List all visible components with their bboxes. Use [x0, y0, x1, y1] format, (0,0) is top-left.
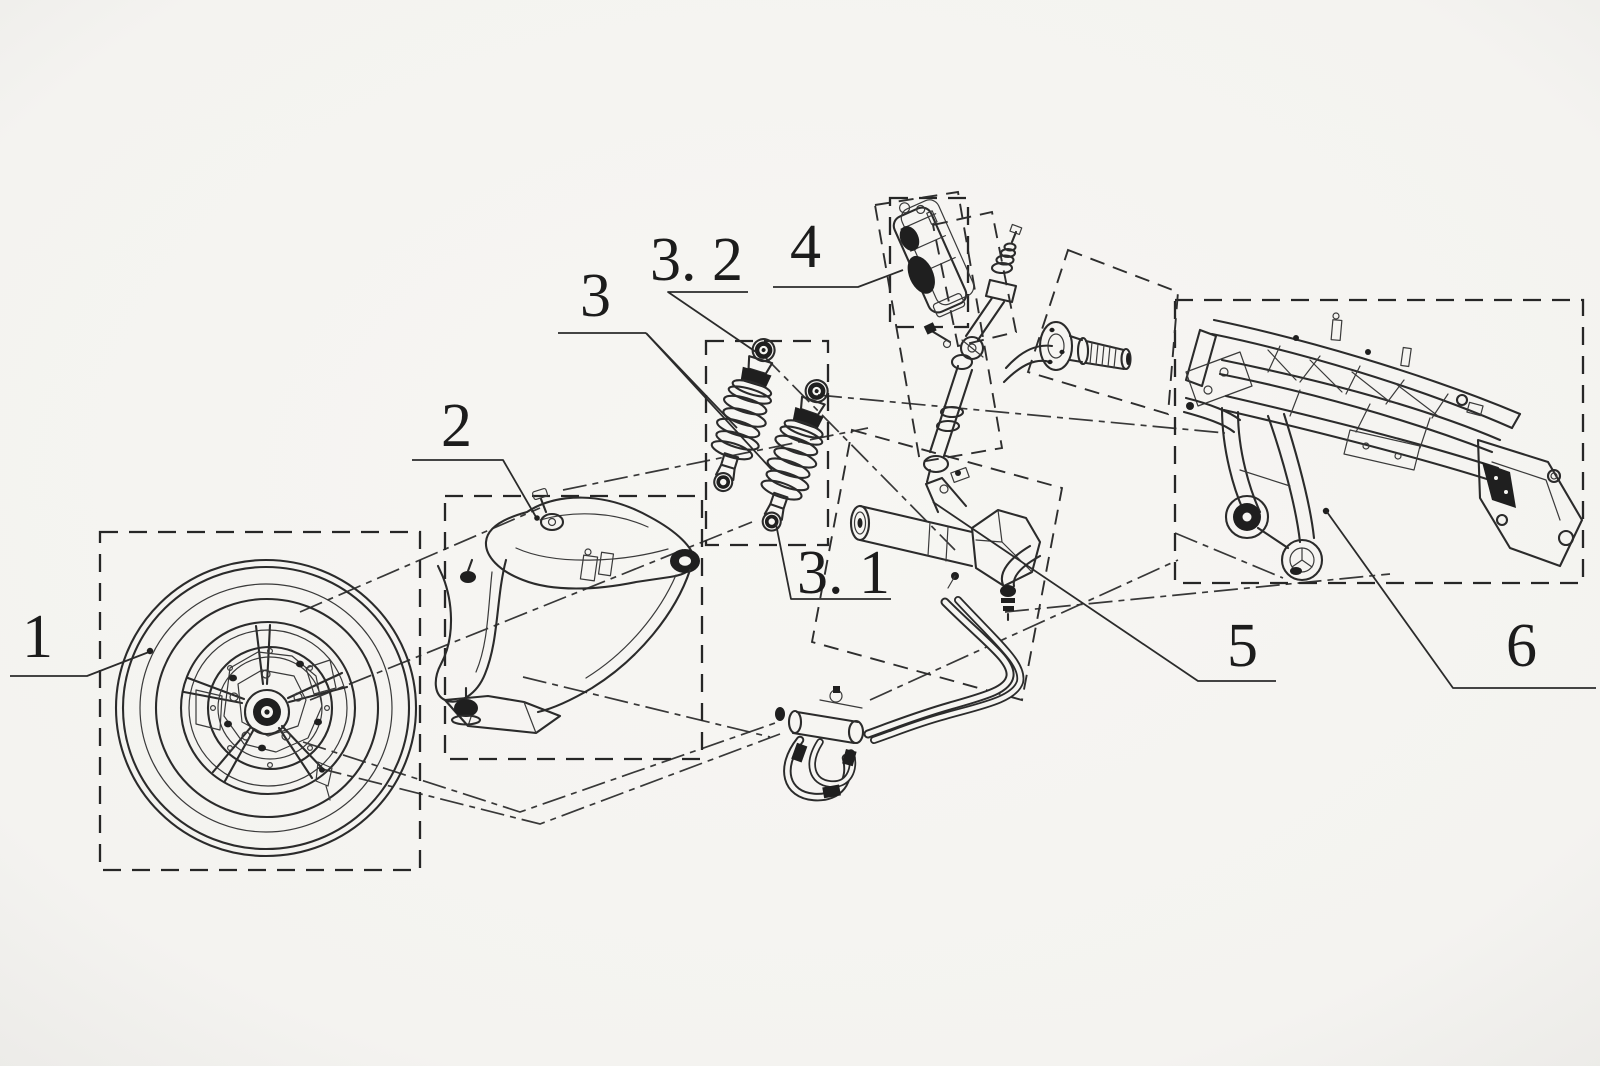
part-label-3: 3 [580, 262, 611, 330]
ball-joint-lower [454, 699, 478, 717]
leader-line-2 [412, 459, 537, 518]
arm-mount-eye [539, 512, 565, 532]
hub-ring [243, 688, 291, 736]
frame-boss-upper [1224, 494, 1270, 540]
brake-caliper [892, 199, 975, 318]
steering-knuckle [849, 466, 1042, 622]
callout-2: 2 [412, 392, 540, 521]
part-label-4: 4 [790, 213, 821, 281]
leader-line-4 [773, 269, 904, 288]
part-label-5: 5 [1227, 612, 1258, 680]
callout-4: 4 [773, 213, 904, 288]
group-box-frame [1173, 298, 1585, 585]
ball-joint-upper [460, 571, 476, 583]
axle-flange [1038, 320, 1074, 372]
leader-line-1 [10, 651, 150, 677]
brake-hose-assembly [775, 596, 1025, 802]
vehicle-frame [1182, 312, 1584, 582]
callout-6: 6 [1322, 507, 1596, 689]
splined-axle-shaft [1002, 320, 1132, 384]
phantom-box-knuckle [810, 428, 1064, 702]
callout-3: 3 [558, 262, 773, 471]
leader-line-3-2 [667, 291, 757, 353]
callout-5: 5 [932, 501, 1276, 682]
hose-junction-block [775, 686, 865, 745]
hose-clamp [791, 742, 808, 763]
part-label-2: 2 [441, 392, 472, 460]
callout-3-1: 3. 1 [775, 523, 891, 607]
callouts: 1 2 3 3. 2 4 3. 1 5 [10, 213, 1596, 689]
frame-boss-lower [1280, 538, 1324, 582]
phantom-box-steering-column [873, 190, 1004, 464]
tie-rod-ball-stud [1000, 585, 1016, 597]
leader-line-6 [1326, 511, 1596, 689]
group-box-wheel [98, 530, 422, 872]
phantom-box-column-lower [931, 210, 1018, 348]
part-label-1: 1 [22, 603, 53, 671]
part-label-3-2: 3. 2 [650, 226, 743, 294]
group-box-control-arm [443, 494, 704, 761]
callout-1: 1 [10, 603, 154, 677]
leader-line-5 [932, 501, 1276, 682]
hose-clamp [842, 748, 857, 767]
wheel-assembly [114, 558, 418, 858]
part-label-6: 6 [1506, 612, 1537, 680]
hub-carrier [195, 651, 337, 753]
steering-column [922, 223, 1023, 484]
group-box-shocks [704, 339, 830, 547]
shock-absorber-rear [760, 379, 829, 532]
wheel-sensor-bracket [315, 761, 333, 801]
lower-control-arm [434, 487, 700, 735]
group-boxes [98, 190, 1585, 872]
hose-clamp [822, 784, 841, 799]
callout-3-2: 3. 2 [650, 226, 757, 353]
part-label-3-1: 3. 1 [797, 539, 890, 607]
phantom-box-axle [1026, 248, 1180, 416]
leader-line-3-1 [775, 523, 891, 600]
